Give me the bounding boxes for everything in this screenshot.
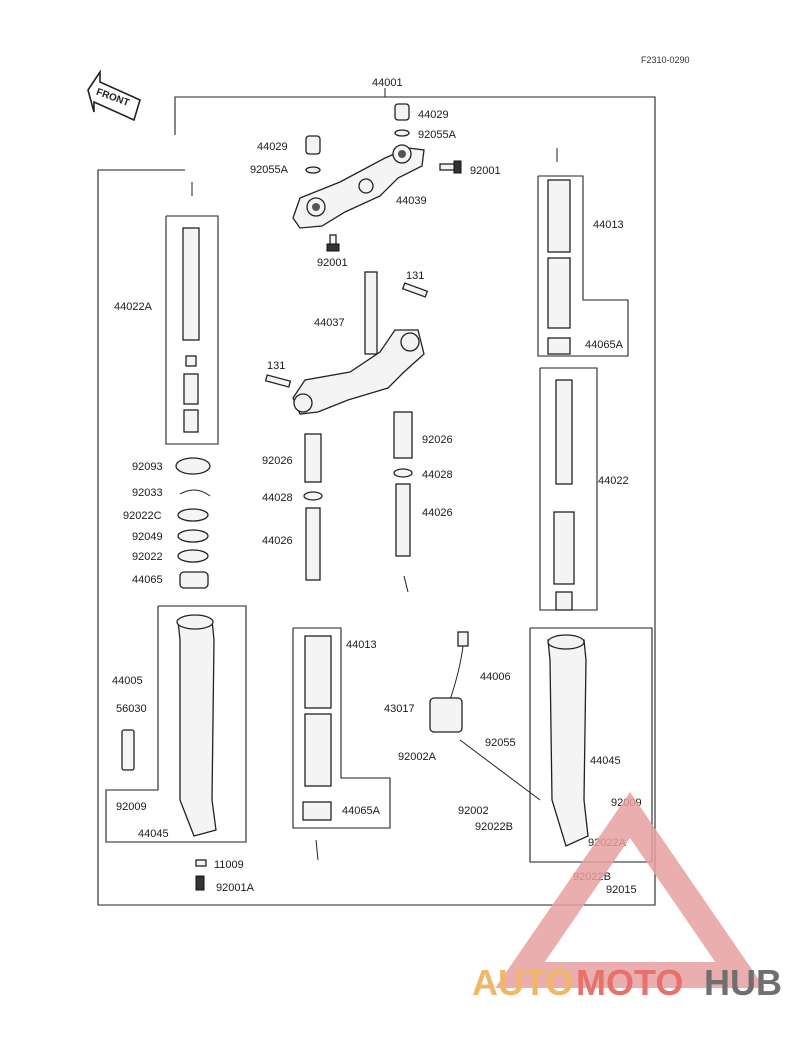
label-92001-right: 92001 — [470, 165, 501, 177]
assembly-frame — [97, 88, 656, 906]
fork-group-44022A — [165, 182, 219, 445]
label-44022: 44022 — [598, 475, 629, 487]
cap-44029-top — [394, 103, 410, 137]
label-92022: 92022 — [132, 551, 163, 563]
label-44028-right: 44028 — [422, 469, 453, 481]
label-92055A-top: 92055A — [418, 129, 457, 141]
label-44037: 44037 — [314, 317, 345, 329]
seal-stack-left — [175, 457, 211, 589]
label-56030: 56030 — [116, 703, 147, 715]
label-44022A: 44022A — [114, 301, 153, 313]
label-92009-left: 92009 — [116, 801, 147, 813]
label-44028-left: 44028 — [262, 492, 293, 504]
fork-group-44013-right — [537, 148, 629, 357]
upper-bracket-44039 — [292, 144, 425, 229]
center-left-column — [303, 433, 323, 581]
steering-stem-44037 — [264, 271, 429, 415]
bolt-92001-below — [326, 234, 340, 252]
label-44006: 44006 — [480, 671, 511, 683]
label-44065A-right: 44065A — [585, 339, 624, 351]
label-92055: 92055 — [485, 737, 516, 749]
label-92002A: 92002A — [398, 751, 437, 763]
label-131-left: 131 — [267, 360, 285, 372]
label-92001A: 92001A — [216, 882, 255, 894]
watermark-text-moto: MOTO — [576, 962, 683, 1003]
label-44045-right: 44045 — [590, 755, 621, 767]
watermark-text-hub: HUB — [704, 962, 782, 1003]
label-44013-right: 44013 — [593, 219, 624, 231]
label-92001-below: 92001 — [317, 257, 348, 269]
label-44005: 44005 — [112, 675, 143, 687]
label-44065A-center: 44065A — [342, 805, 381, 817]
label-44001: 44001 — [372, 77, 403, 89]
label-92026-right: 92026 — [422, 434, 453, 446]
label-92026-left: 92026 — [262, 455, 293, 467]
watermark-logo: AUTO MOTO HUB — [472, 792, 782, 1003]
label-44026-left: 44026 — [262, 535, 293, 547]
fork-group-44022-right — [539, 367, 598, 611]
label-44029-top: 44029 — [418, 109, 449, 121]
label-44045-left: 44045 — [138, 828, 169, 840]
label-92033: 92033 — [132, 487, 163, 499]
outer-tube-44005 — [105, 605, 247, 843]
front-arrow-icon: FRONT — [87, 69, 141, 122]
label-92022C: 92022C — [123, 510, 162, 522]
label-92093: 92093 — [132, 461, 163, 473]
label-44065-left: 44065 — [132, 574, 163, 586]
label-92015: 92015 — [606, 884, 637, 896]
bolt-92001-right — [439, 160, 462, 174]
label-92022B: 92022B — [475, 821, 513, 833]
label-44026-right: 44026 — [422, 507, 453, 519]
diagram-ref-code: F2310-0290 — [641, 55, 690, 65]
label-11009: 11009 — [214, 859, 244, 871]
sensor-43017 — [429, 631, 541, 801]
label-44029-left: 44029 — [257, 141, 288, 153]
center-right-column — [393, 411, 413, 593]
label-44013-center: 44013 — [346, 639, 377, 651]
fork-group-44013-center — [292, 627, 391, 861]
cap-44029-left — [305, 135, 321, 174]
label-43017: 43017 — [384, 703, 415, 715]
label-92002: 92002 — [458, 805, 489, 817]
drain-bolt-left — [195, 859, 207, 891]
watermark-text-auto: AUTO — [472, 962, 573, 1003]
outer-tube-44006 — [529, 627, 653, 863]
label-92049: 92049 — [132, 531, 163, 543]
label-131-top: 131 — [406, 270, 424, 282]
label-44039: 44039 — [396, 195, 427, 207]
label-92055A-left: 92055A — [250, 164, 289, 176]
part-labels: 44001 44029 92055A 44029 92055A 92001 44… — [112, 77, 642, 896]
